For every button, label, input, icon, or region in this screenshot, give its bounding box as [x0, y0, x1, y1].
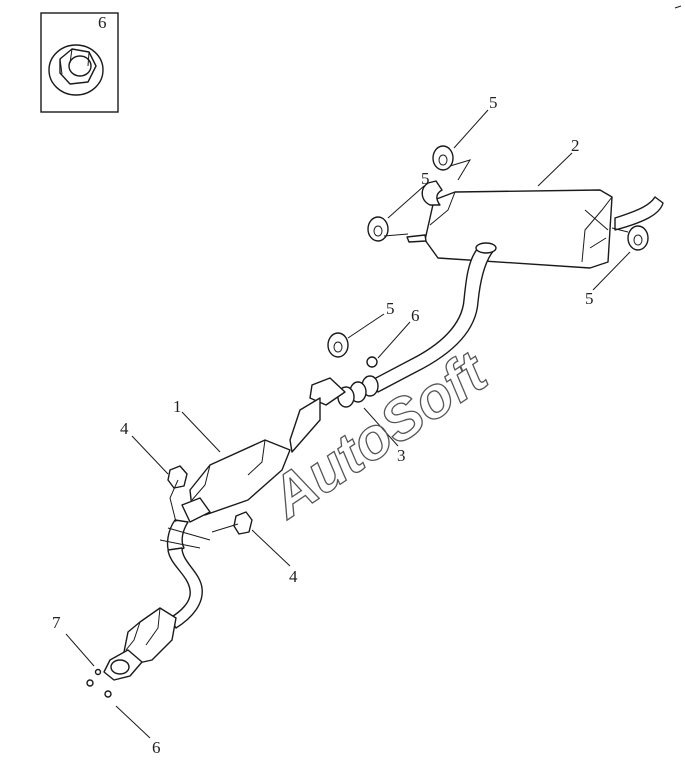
inset-label: 6 [98, 13, 107, 32]
corner-mark [674, 5, 682, 9]
rubber-hanger-top [432, 145, 454, 171]
nut-left [167, 465, 188, 489]
callout-6-bottom: 6 [152, 738, 161, 757]
inset-nut-box: 6 [40, 12, 119, 113]
callout-1: 1 [173, 397, 182, 416]
catalytic-converter [86, 547, 203, 698]
callout-5-left: 5 [421, 169, 430, 188]
callout-7: 7 [52, 613, 61, 632]
callout-2: 2 [571, 136, 580, 155]
joint-gasket [309, 375, 379, 408]
callout-6-mid: 6 [411, 306, 420, 325]
callout-4-right: 4 [289, 567, 298, 586]
nut-right [233, 511, 253, 535]
callout-5-mid: 5 [386, 299, 395, 318]
callout-5-right: 5 [585, 289, 594, 308]
nut-mid [366, 356, 378, 368]
rubber-hanger-left [367, 216, 389, 242]
callout-3: 3 [397, 446, 406, 465]
callout-4-left: 4 [120, 419, 129, 438]
rubber-hanger-mid [327, 332, 349, 358]
rear-muffler [406, 180, 664, 269]
rubber-hanger-right [627, 225, 649, 251]
centre-muffler [159, 397, 321, 556]
flange-nut-icon [48, 44, 104, 96]
intermediate-pipe [371, 242, 497, 393]
callout-5-top: 5 [489, 93, 498, 112]
